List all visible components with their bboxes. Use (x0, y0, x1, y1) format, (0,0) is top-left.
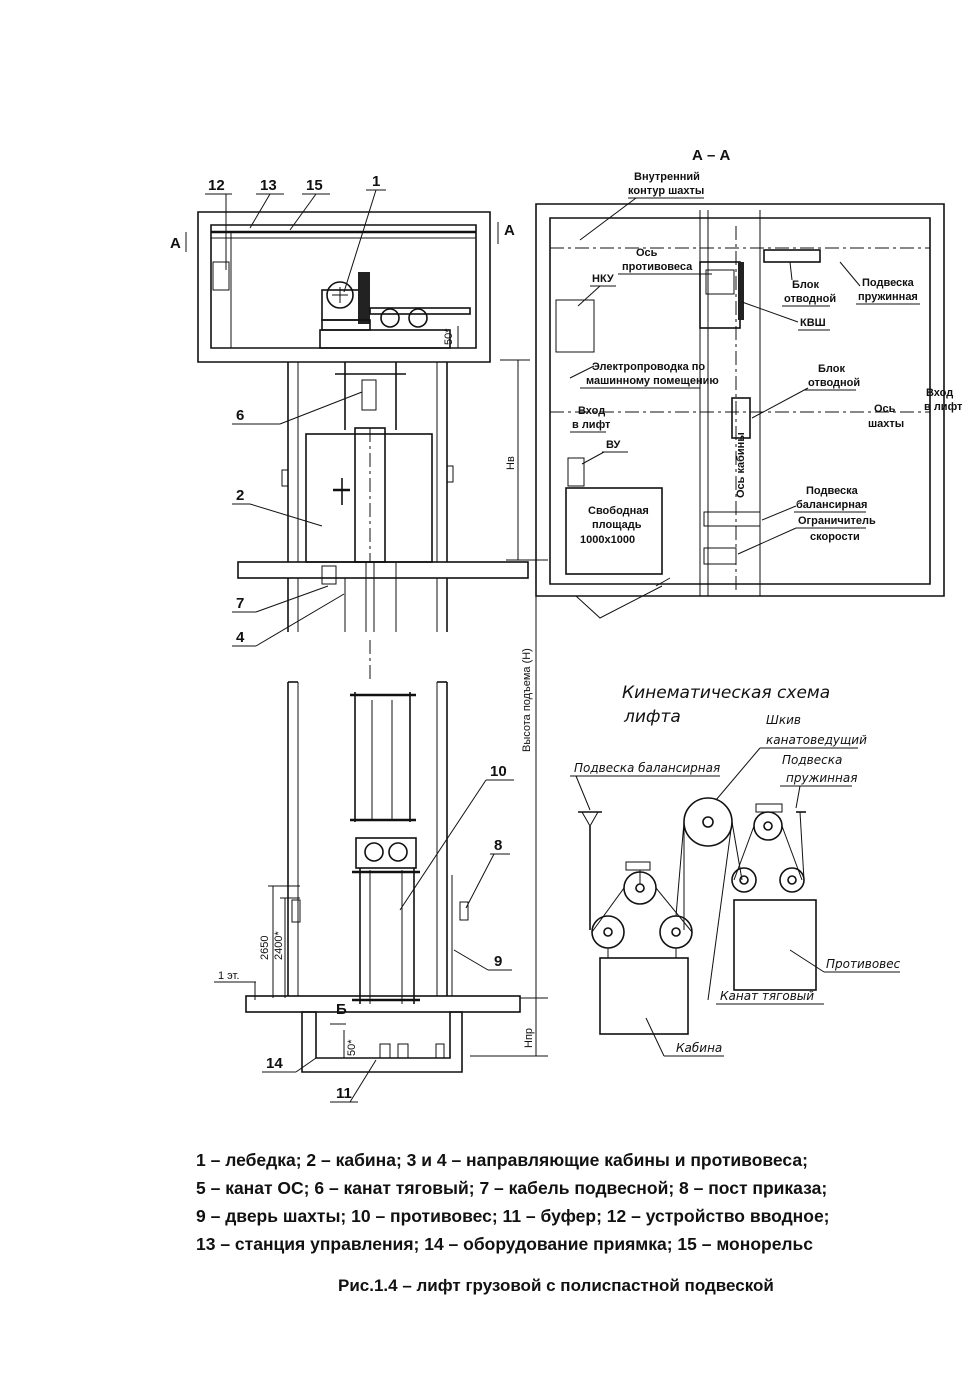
callout-12: 12 (208, 177, 225, 194)
plan-inner-contour-1: Внутренний (634, 171, 700, 183)
travel-dimensions: Нв Высота подъема (Н) Нпр (470, 359, 548, 1057)
elevation-callouts: 12 13 15 1 А А 6 2 7 4 10 8 9 (170, 173, 515, 1103)
legend-line-1: 1 – лебедка; 2 – кабина; 3 и 4 – направл… (196, 1150, 808, 1170)
kinematic-title-1: Кинематическая схема (622, 683, 830, 703)
callout-14: 14 (266, 1055, 283, 1072)
kin-sheave-1: Шкив (766, 713, 801, 727)
plan-shaft-axis-1: Ось (874, 403, 896, 415)
lower-shaft: 2650 2400* 1 эт. 50* (214, 681, 521, 1073)
plan-pulley-2-a: Блок (818, 363, 845, 375)
callout-1: 1 (372, 173, 380, 190)
plan-entry-mach-2: в лифт (924, 401, 963, 413)
plan-entry-lift-2: в лифт (572, 419, 611, 431)
plan-wiring-1: Электропроводка по (592, 361, 705, 373)
plan-entry-mach-1: Вход (926, 387, 953, 399)
plan-free-1: Свободная (588, 505, 649, 517)
dim-travel: Высота подъема (Н) (521, 648, 533, 752)
dim-h-b: Нв (505, 456, 517, 470)
callout-9: 9 (494, 953, 502, 970)
plan-free-3: 1000х1000 (580, 534, 635, 546)
section-mark-a-left: А (170, 235, 181, 252)
plan-shaft-axis-2: шахты (868, 418, 904, 430)
winch (319, 272, 471, 349)
callout-15: 15 (306, 177, 323, 194)
kin-spring-1: Подвеска (782, 753, 842, 767)
dim-h-pr: Нпр (523, 1028, 535, 1048)
plan-spring-2: пружинная (858, 291, 918, 303)
callout-6: 6 (236, 407, 244, 424)
figure-caption: Рис.1.4 – лифт грузовой с полиспастной п… (338, 1276, 774, 1295)
callout-13: 13 (260, 177, 277, 194)
legend-line-4: 13 – станция управления; 14 – оборудован… (196, 1234, 814, 1254)
kinematic-scheme: Кинематическая схема лифта Шкив канатове… (570, 683, 901, 1057)
plan-cw-axis-2: противовеса (622, 261, 693, 273)
car (305, 427, 433, 563)
kinematic-title-2: лифта (623, 707, 681, 727)
dim-2400: 2400* (273, 931, 285, 960)
plan-balance-1: Подвеска (806, 485, 859, 497)
plan-balance-2: балансирная (796, 499, 867, 511)
plan-governor-2: скорости (810, 531, 860, 543)
legend: 1 – лебедка; 2 – кабина; 3 и 4 – направл… (196, 1146, 916, 1258)
plan-spring-1: Подвеска (862, 277, 915, 289)
plan-vu: ВУ (606, 439, 621, 451)
kin-spring-2: пружинная (786, 771, 857, 785)
callout-2: 2 (236, 487, 244, 504)
callout-7: 7 (236, 595, 244, 612)
counterweight (350, 692, 420, 1004)
plan-wiring-2: машинному помещению (586, 375, 719, 387)
plan-pulley-1-b: отводной (784, 293, 836, 305)
kin-balance: Подвеска балансирная (574, 761, 720, 775)
section-title: А – А (692, 147, 731, 164)
plan-nku: НКУ (592, 273, 614, 285)
plan-pulley-2-b: отводной (808, 377, 860, 389)
machine-room: 50* (197, 211, 491, 363)
dim-50-pit: 50* (346, 1039, 358, 1056)
plan-entry-lift-1: Вход (578, 405, 605, 417)
kin-counterweight: Противовес (826, 957, 901, 971)
dim-2650: 2650 (259, 936, 271, 960)
plan-cw-axis-1: Ось (636, 247, 658, 259)
upper-shaft (237, 362, 529, 680)
section-mark-a-right: А (504, 222, 515, 239)
dim-50-top: 50* (443, 328, 455, 345)
legend-line-3: 9 – дверь шахты; 10 – противовес; 11 – б… (196, 1206, 830, 1226)
section-a-a: А – А Внутренний контур шахты Ось против… (535, 147, 963, 619)
legend-line-2: 5 – канат ОС; 6 – канат тяговый; 7 – каб… (196, 1178, 828, 1198)
callout-8: 8 (494, 837, 502, 854)
plan-car-axis: Ось кабины (735, 432, 747, 498)
kin-sheave-2: канатоведущий (766, 733, 867, 747)
callout-10: 10 (490, 763, 507, 780)
floor-1-label: 1 эт. (218, 970, 239, 982)
plan-free-2: площадь (592, 519, 642, 531)
kin-rope: Канат тяговый (720, 989, 814, 1003)
plan-governor-1: Ограничитель (798, 515, 876, 527)
plan-kvsh: КВШ (800, 317, 826, 329)
plan-inner-contour-2: контур шахты (628, 185, 704, 197)
callout-4: 4 (236, 629, 245, 646)
section-mark-b: Б (336, 1001, 347, 1018)
kin-car: Кабина (676, 1041, 722, 1055)
callout-11: 11 (336, 1085, 352, 1102)
plan-pulley-1-a: Блок (792, 279, 819, 291)
